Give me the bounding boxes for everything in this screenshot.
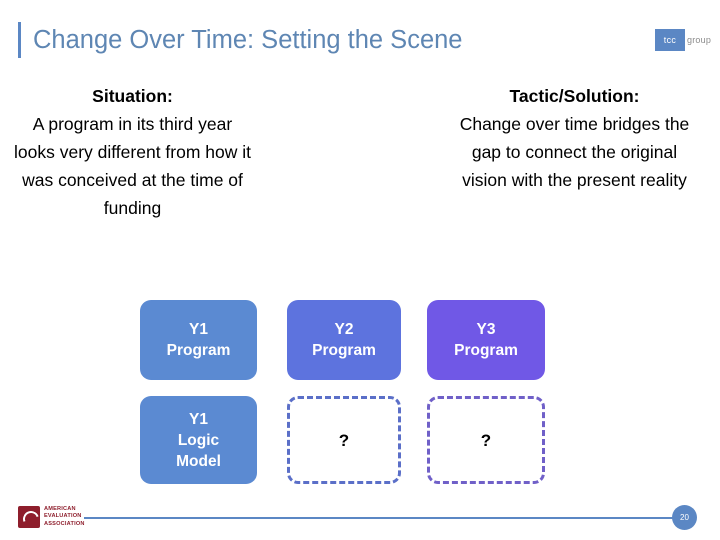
aea-logo-line2: EVALUATION bbox=[44, 513, 82, 520]
logic-model-box-y1-line3: Model bbox=[176, 452, 221, 470]
unknown-box-y3-label: ? bbox=[480, 430, 492, 450]
program-box-y1-line2: Program bbox=[166, 342, 231, 359]
program-box-y1: Y1 Program bbox=[140, 300, 257, 380]
aea-logo-line3: ASSOCIATION bbox=[44, 520, 85, 527]
program-box-y3: Y3 Program bbox=[427, 300, 545, 380]
aea-logo-line1: AMERICAN bbox=[44, 506, 76, 513]
tcc-logo-mark-text: tcc bbox=[663, 35, 677, 45]
tcc-logo-word: group bbox=[687, 35, 712, 45]
tactic-solution-body: Change over time bridges the gap to conn… bbox=[459, 114, 690, 190]
aea-logo: AMERICAN EVALUATION ASSOCIATION bbox=[18, 503, 110, 531]
program-box-y3-line1: Y3 bbox=[476, 321, 496, 338]
logic-model-box-y1-line1: Y1 bbox=[189, 410, 208, 428]
logic-model-box-y1-line2: Logic bbox=[177, 431, 220, 449]
aea-spiral-icon bbox=[18, 506, 40, 528]
tactic-solution-heading: Tactic/Solution: bbox=[509, 86, 640, 106]
footer-divider bbox=[84, 517, 681, 519]
program-box-y3-line2: Program bbox=[454, 342, 518, 359]
program-box-y1-line1: Y1 bbox=[189, 321, 208, 338]
page-title: Change Over Time: Setting the Scene bbox=[33, 26, 463, 54]
situation-heading: Situation: bbox=[92, 86, 173, 106]
program-box-y2-line2: Program bbox=[312, 342, 376, 359]
title-accent-bar bbox=[18, 22, 21, 58]
unknown-box-y2-label: ? bbox=[338, 430, 350, 450]
program-box-y2: Y2 Program bbox=[287, 300, 401, 380]
program-box-y2-line1: Y2 bbox=[334, 321, 354, 338]
tcc-logo-mark: tcc bbox=[655, 29, 685, 51]
situation-body: A program in its third year looks very d… bbox=[14, 114, 251, 218]
unknown-box-y2: ? bbox=[287, 396, 401, 484]
tactic-solution-column: Tactic/Solution: Change over time bridge… bbox=[452, 82, 697, 194]
aea-logo-text: AMERICAN EVALUATION ASSOCIATION bbox=[44, 506, 85, 528]
unknown-box-y3: ? bbox=[427, 396, 545, 484]
logic-model-box-y1: Y1 Logic Model bbox=[140, 396, 257, 484]
tcc-group-logo: tcc group bbox=[655, 28, 717, 52]
situation-column: Situation: A program in its third year l… bbox=[10, 82, 255, 222]
page-number-badge: 20 bbox=[672, 505, 697, 530]
